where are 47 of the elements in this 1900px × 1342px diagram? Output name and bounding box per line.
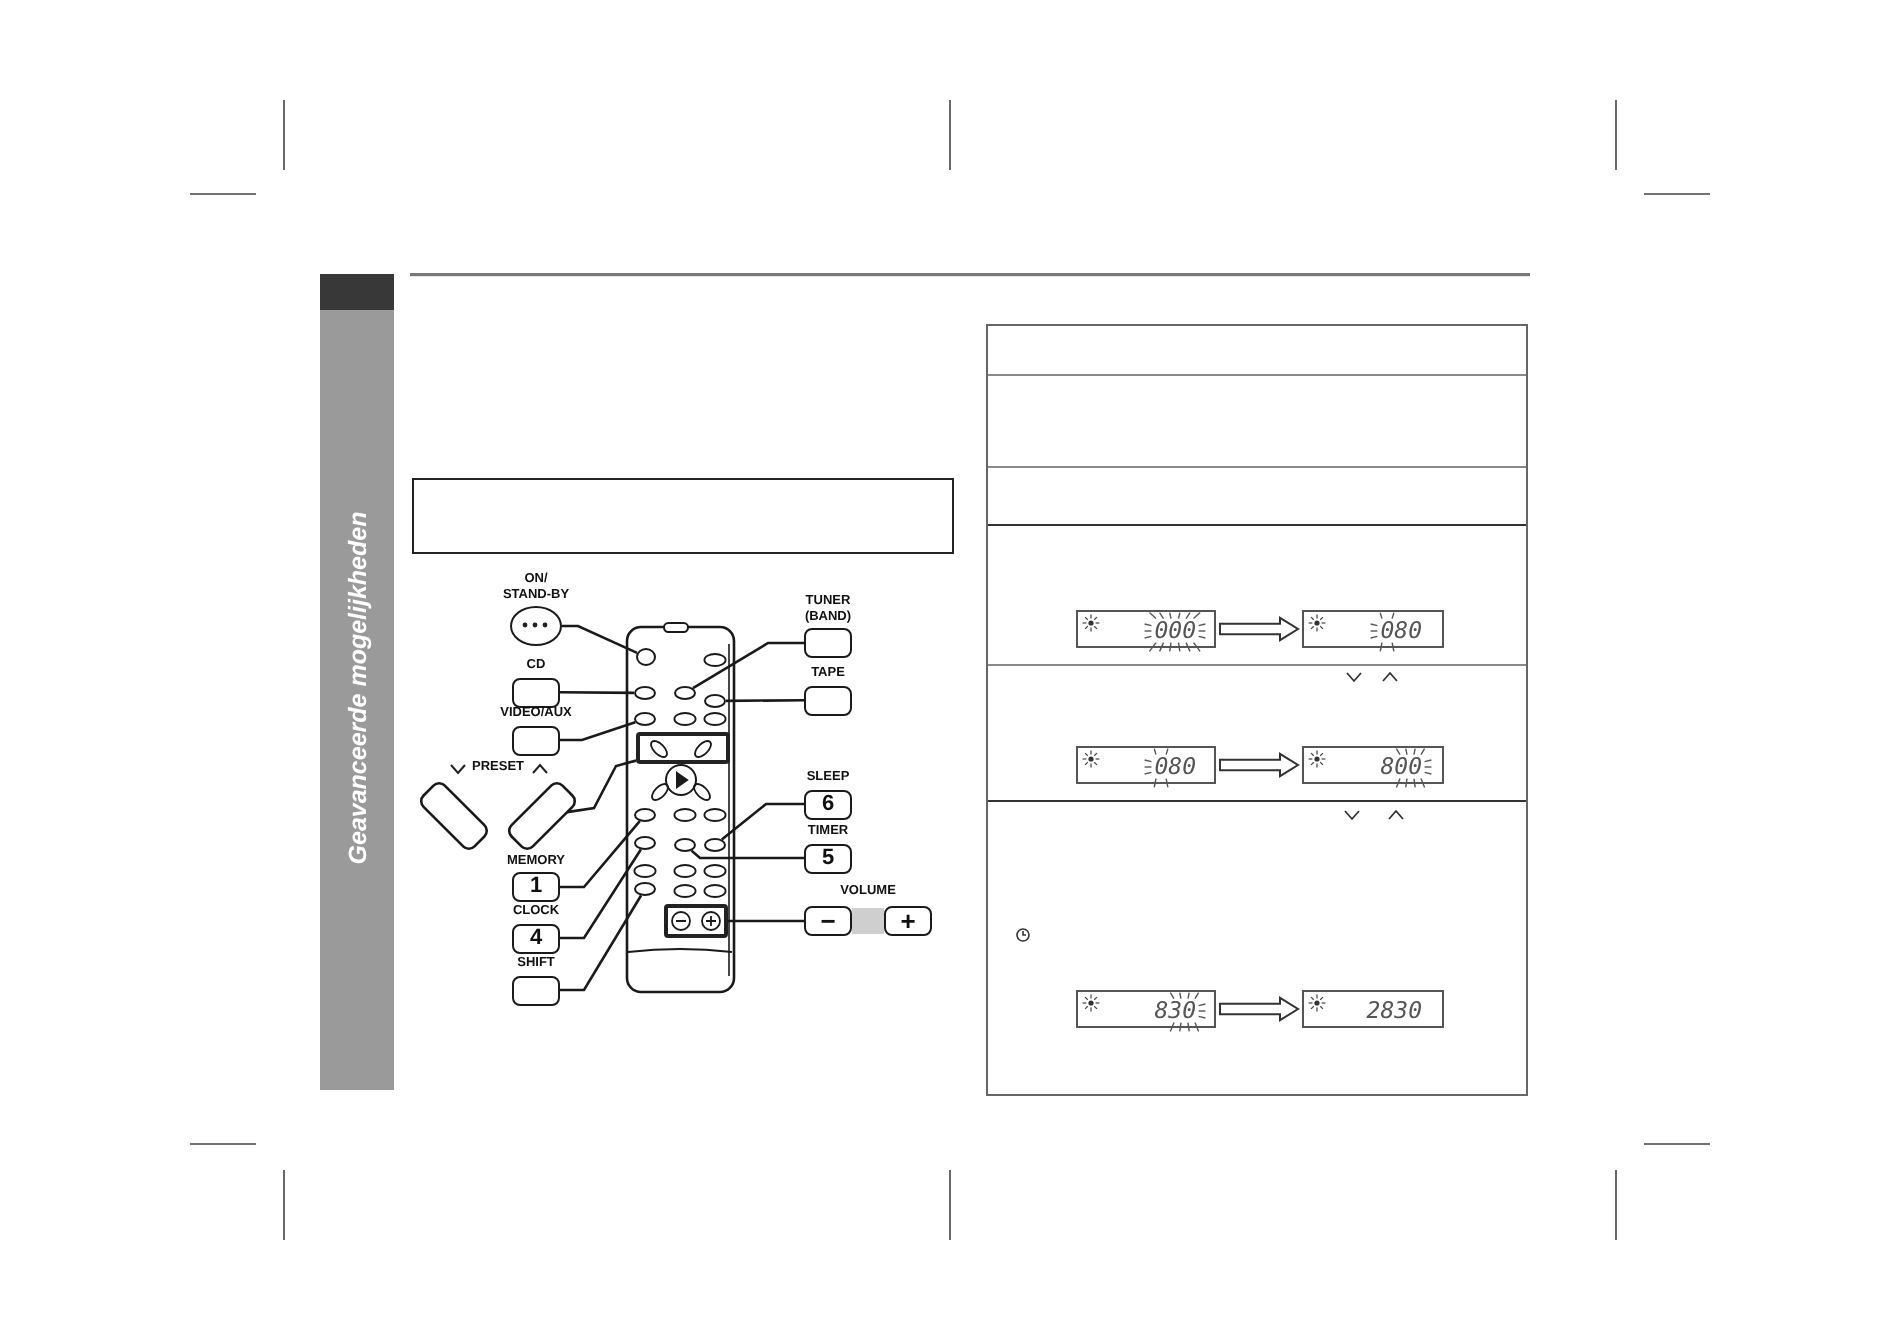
display-digits: 080 — [1154, 755, 1196, 777]
remote-key — [634, 882, 656, 896]
display-digits: 080 — [1380, 619, 1422, 641]
key-button: 4 — [512, 923, 560, 953]
sidebar-title: Geavanceerde mogelijkheden — [343, 511, 371, 865]
remote-key — [634, 712, 656, 726]
leader-line — [560, 721, 636, 742]
remote-key — [704, 838, 726, 852]
key-button: 1 — [512, 872, 560, 902]
hollow-arrow — [1219, 752, 1300, 778]
key-button: − — [804, 906, 852, 936]
remote-key — [674, 838, 696, 852]
remote-key — [674, 686, 696, 700]
leader-line — [560, 820, 641, 889]
lcd-display — [1076, 746, 1216, 784]
lcd-display — [1076, 610, 1216, 648]
key-button: + — [884, 906, 932, 936]
remote-key — [634, 836, 656, 850]
remote-key — [634, 686, 656, 700]
highlight-frame — [664, 904, 728, 938]
note-box — [412, 478, 954, 554]
leader-line — [728, 919, 804, 923]
remote-key — [704, 694, 726, 708]
leader-line — [560, 848, 642, 940]
leader-line — [726, 698, 804, 703]
key-button: 5 — [804, 843, 852, 873]
leader-line — [560, 690, 634, 695]
display-digits: 830 — [1154, 999, 1196, 1021]
leader-line — [562, 624, 638, 655]
hollow-arrow — [1219, 996, 1300, 1022]
lcd-display — [1302, 990, 1444, 1028]
display-digits: 2830 — [1366, 999, 1422, 1021]
lcd-display — [1076, 990, 1216, 1028]
lcd-display — [1302, 746, 1444, 784]
key-button: 6 — [804, 789, 852, 819]
remote-key — [634, 808, 656, 822]
leader-line — [560, 894, 643, 992]
remote-key — [636, 648, 656, 666]
leader-line — [721, 802, 804, 841]
leader-line — [566, 759, 637, 814]
lcd-display — [1302, 610, 1444, 648]
highlight-frame — [636, 732, 730, 764]
leader-line — [692, 641, 804, 690]
display-digits: 000 — [1154, 619, 1196, 641]
hollow-arrow — [1219, 616, 1300, 642]
leader-line — [690, 849, 804, 860]
display-digits: 800 — [1380, 755, 1422, 777]
